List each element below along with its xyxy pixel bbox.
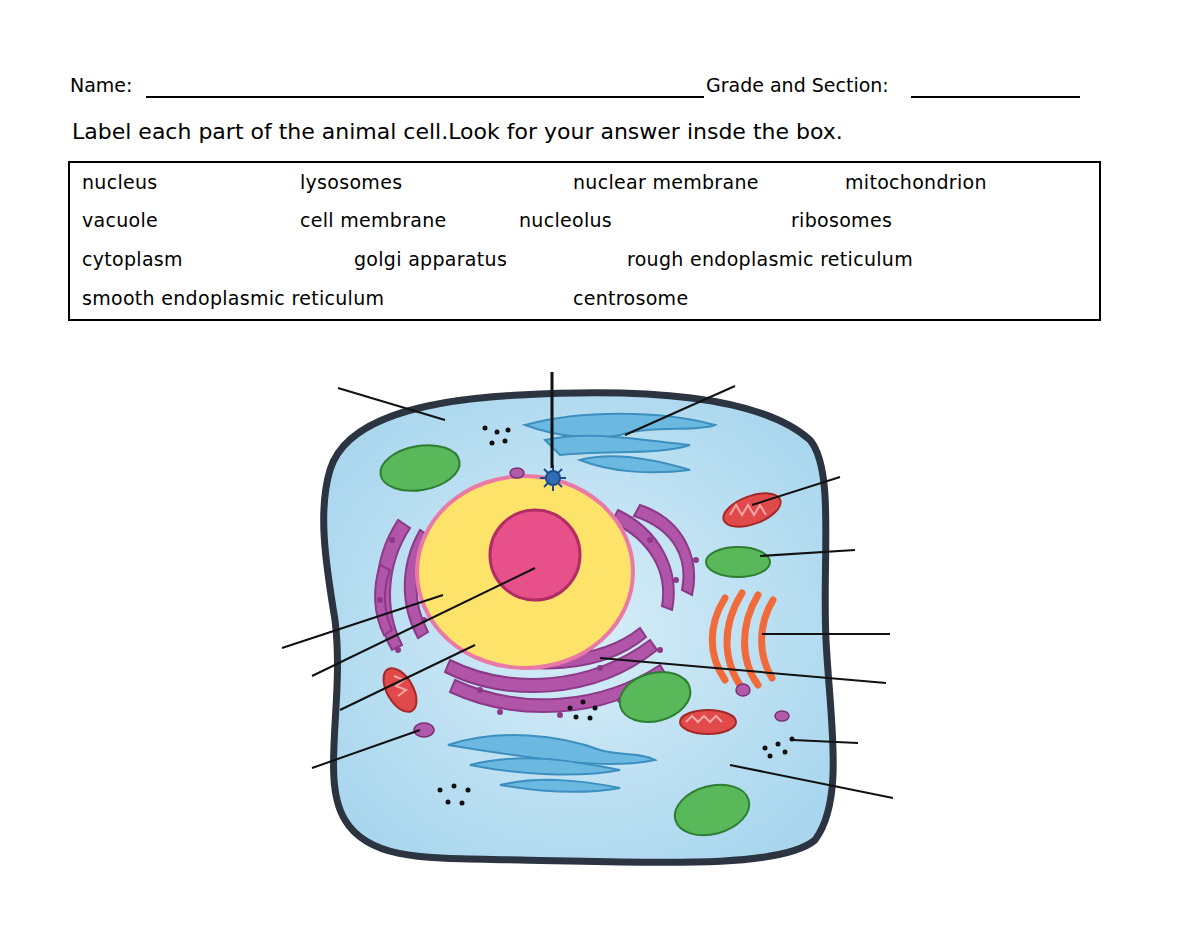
word-bank-term: smooth endoplasmic reticulum <box>82 287 384 309</box>
word-bank-term: nucleus <box>82 171 158 193</box>
instruction-title: Label each part of the animal cell.Look … <box>72 119 843 144</box>
word-bank-term: ribosomes <box>791 209 892 231</box>
blank-line <box>911 96 1080 98</box>
word-bank-box: nucleus lysosomes nuclear membrane mitochon… <box>68 161 1101 321</box>
word-bank-term: cell membrane <box>300 209 447 231</box>
word-bank-term: mitochondrion <box>845 171 987 193</box>
blank-line <box>146 96 704 98</box>
word-bank-term: nucleolus <box>519 209 612 231</box>
word-bank-term: golgi apparatus <box>354 248 507 270</box>
leader-lines <box>282 372 893 798</box>
word-bank-term: vacuole <box>82 209 158 231</box>
word-bank-term: centrosome <box>573 287 688 309</box>
word-bank-term: cytoplasm <box>82 248 183 270</box>
word-bank-term: rough endoplasmic reticulum <box>627 248 913 270</box>
form-label: Grade and Section: <box>706 74 889 96</box>
word-bank-term: nuclear membrane <box>573 171 759 193</box>
word-bank-term: lysosomes <box>300 171 402 193</box>
form-label: Name: <box>70 74 132 96</box>
